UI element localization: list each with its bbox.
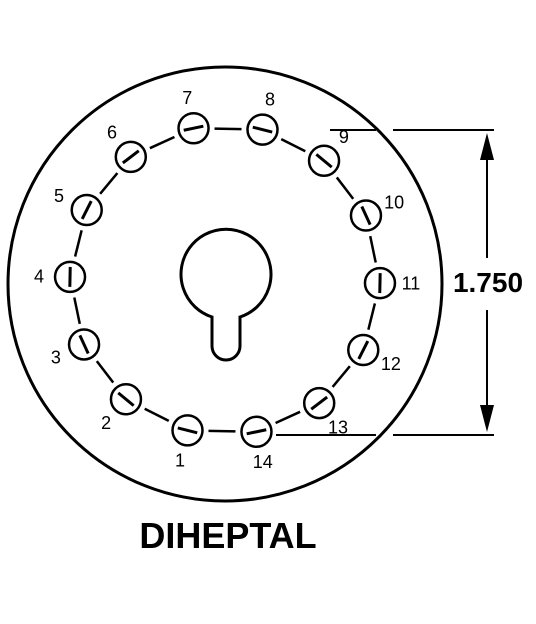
- pin-ring-segment: [73, 297, 81, 325]
- socket-title: DIHEPTAL: [139, 515, 316, 556]
- pin-label: 8: [265, 90, 275, 110]
- pin-11: 11: [363, 266, 421, 300]
- pin-label: 2: [101, 413, 111, 433]
- pin-5: 5: [54, 186, 103, 227]
- pin-label: 4: [34, 266, 44, 286]
- pin-label: 13: [328, 418, 348, 438]
- pin-slot: [117, 391, 135, 407]
- pin-ring: [73, 127, 377, 433]
- pin-label: 10: [384, 193, 404, 213]
- pin-ring-segment: [208, 429, 236, 433]
- pin-slot: [310, 395, 329, 411]
- pin-label: 14: [253, 452, 273, 472]
- pin-label: 1: [175, 450, 185, 470]
- pin-slot: [360, 205, 372, 226]
- pin-6: 6: [107, 122, 148, 174]
- pin-ring-segment: [214, 127, 242, 131]
- pin-ring-segment: [331, 365, 351, 388]
- pin-ring-segment: [149, 135, 175, 150]
- pin-14: 14: [240, 415, 273, 472]
- socket-outline: [6, 65, 444, 503]
- pin-label: 6: [107, 122, 117, 142]
- center-key-hole: [179, 227, 273, 362]
- pin-label: 12: [381, 354, 401, 374]
- pin-slot: [121, 149, 140, 165]
- pin-ring-segment: [275, 410, 301, 425]
- pin-ring-segment: [144, 407, 170, 423]
- pin-slot: [183, 124, 204, 132]
- pin-slot: [246, 428, 267, 436]
- pin-slot: [80, 200, 93, 220]
- pin-slot: [357, 340, 370, 360]
- pin-8: 8: [246, 90, 279, 146]
- pin-label: 7: [182, 88, 192, 108]
- pin-slot: [315, 153, 333, 169]
- pin-9: 9: [307, 127, 349, 178]
- pin-ring-segment: [367, 303, 377, 330]
- pin-label: 5: [54, 186, 64, 206]
- pin-7: 7: [177, 88, 210, 145]
- pin-2: 2: [101, 382, 143, 433]
- pin-12: 12: [347, 333, 401, 374]
- pin-slot: [177, 426, 198, 435]
- pin-1: 1: [171, 414, 204, 470]
- pin-ring-segment: [73, 230, 83, 257]
- pin-10: 10: [349, 193, 404, 232]
- pin-label: 9: [339, 127, 349, 147]
- pin-slot: [252, 125, 273, 134]
- pin-ring-segment: [335, 176, 355, 200]
- pin-slot: [78, 334, 90, 355]
- dimension-arrow-down: [480, 405, 494, 432]
- pin-3: 3: [51, 328, 101, 367]
- pin-13: 13: [302, 386, 348, 438]
- pin-ring-segment: [369, 235, 377, 263]
- pin-ring-segment: [95, 360, 115, 384]
- pin-4: 4: [34, 260, 87, 294]
- pin-ring-segment: [99, 172, 119, 195]
- dimension-label: 1.750: [453, 267, 523, 298]
- dimension-arrow-up: [480, 133, 494, 160]
- pin-label: 11: [402, 274, 421, 294]
- pin-ring-segment: [280, 137, 306, 153]
- pin-label: 3: [51, 347, 61, 367]
